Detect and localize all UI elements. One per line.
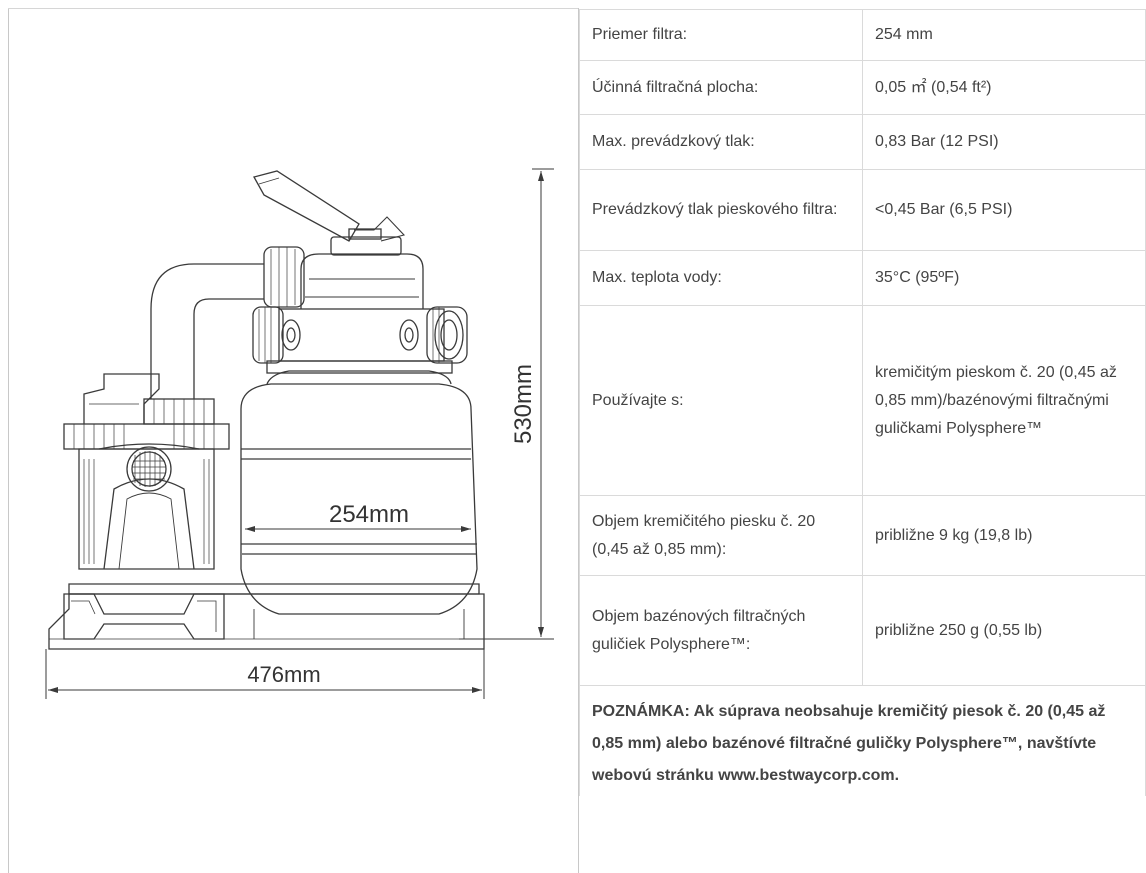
spec-value: <0,45 Bar (6,5 PSI) xyxy=(862,169,1146,251)
spec-label: Objem bazénových filtračných guličiek Po… xyxy=(579,575,863,686)
spec-label: Max. teplota vody: xyxy=(579,250,863,306)
column-divider xyxy=(578,8,579,873)
spec-label: Objem kremičitého piesku č. 20 (0,45 až … xyxy=(579,495,863,576)
table-row: Účinná filtračná plocha: 0,05 ㎡ (0,54 ft… xyxy=(579,60,1146,115)
spec-value: 0,83 Bar (12 PSI) xyxy=(862,114,1146,170)
note-text: POZNÁMKA: Ak súprava neobsahuje kremičit… xyxy=(579,685,1146,796)
note-row: POZNÁMKA: Ak súprava neobsahuje kremičit… xyxy=(579,685,1146,796)
filter-drawing: 530mm 476mm 254mm xyxy=(45,168,554,699)
spec-label: Prevádzkový tlak pieskového filtra: xyxy=(579,169,863,251)
spec-value: 0,05 ㎡ (0,54 ft²) xyxy=(862,60,1146,115)
height-dimension-label: 530mm xyxy=(510,364,537,444)
table-row: Objem kremičitého piesku č. 20 (0,45 až … xyxy=(579,495,1146,576)
table-row: Prevádzkový tlak pieskového filtra: <0,4… xyxy=(579,169,1146,251)
spec-value: približne 9 kg (19,8 lb) xyxy=(862,495,1146,576)
tank-dimension-label: 254mm xyxy=(329,501,409,528)
spec-label: Max. prevádzkový tlak: xyxy=(579,114,863,170)
spec-value: 35°C (95ºF) xyxy=(862,250,1146,306)
spec-label: Priemer filtra: xyxy=(579,9,863,61)
spec-value: 254 mm xyxy=(862,9,1146,61)
page-border-top xyxy=(8,8,578,9)
width-dimension-label: 476mm xyxy=(247,662,320,687)
page-border-left xyxy=(8,8,9,873)
table-row: Max. teplota vody: 35°C (95ºF) xyxy=(579,250,1146,306)
table-row: Objem bazénových filtračných guličiek Po… xyxy=(579,575,1146,686)
spec-value: približne 250 g (0,55 lb) xyxy=(862,575,1146,686)
spec-value: kremičitým pieskom č. 20 (0,45 až 0,85 m… xyxy=(862,305,1146,496)
filter-diagram: 530mm 476mm 254mm xyxy=(9,9,577,873)
table-row: Priemer filtra: 254 mm xyxy=(579,9,1146,61)
table-row: Používajte s: kremičitým pieskom č. 20 (… xyxy=(579,305,1146,496)
specification-table: Priemer filtra: 254 mm Účinná filtračná … xyxy=(579,9,1146,796)
table-row: Max. prevádzkový tlak: 0,83 Bar (12 PSI) xyxy=(579,114,1146,170)
spec-label: Používajte s: xyxy=(579,305,863,496)
spec-label: Účinná filtračná plocha: xyxy=(579,60,863,115)
